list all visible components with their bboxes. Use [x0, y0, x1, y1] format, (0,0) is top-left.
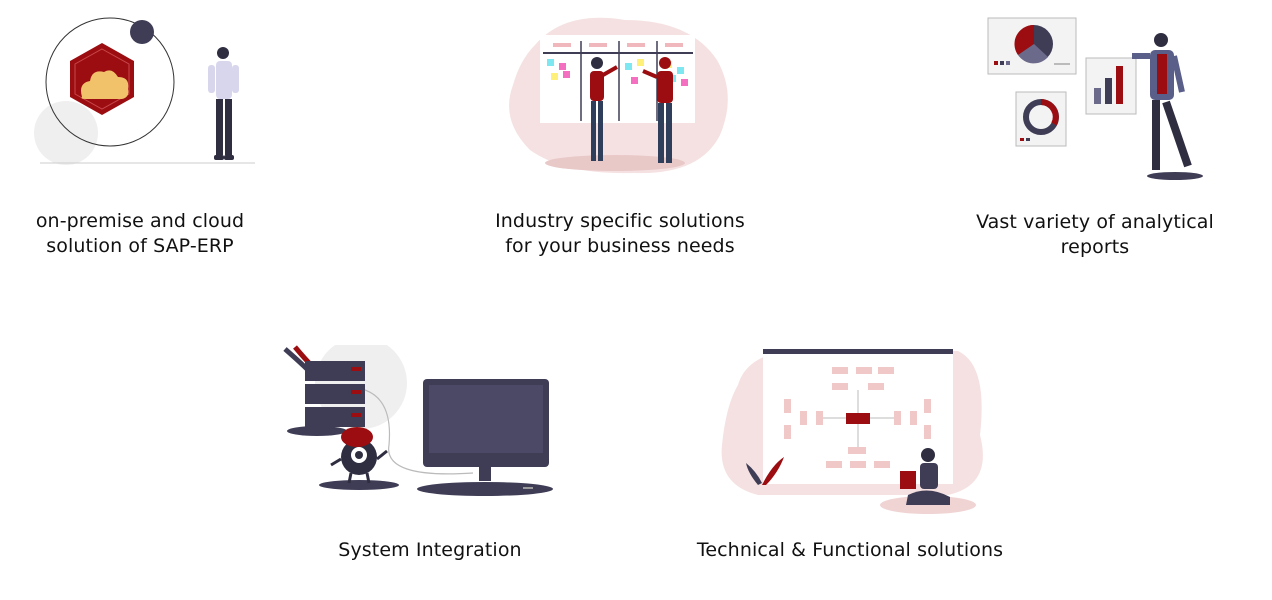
caption-line: solution of SAP-ERP	[46, 235, 234, 257]
feature-caption: Technical & Functional solutions	[680, 538, 1020, 563]
analytics-reports-illustration	[987, 17, 1203, 180]
feature-caption: on-premise and cloud solution of SAP-ERP	[0, 209, 280, 259]
planning-board-illustration	[509, 17, 728, 174]
caption-line: Industry specific solutions	[495, 210, 745, 232]
caption-line: System Integration	[338, 539, 522, 561]
caption-line: for your business needs	[505, 235, 735, 257]
caption-line: reports	[1060, 236, 1130, 258]
caption-line: Technical & Functional solutions	[696, 539, 1004, 561]
feature-caption: System Integration	[300, 538, 560, 563]
caption-line: Vast variety of analytical	[976, 211, 1214, 233]
server-monitor-illustration	[283, 345, 553, 496]
flowchart-illustration	[721, 349, 983, 514]
caption-line: on-premise and cloud	[35, 210, 245, 232]
feature-caption: Industry specific solutions for your bus…	[475, 209, 765, 259]
feature-caption: Vast variety of analytical reports	[950, 210, 1240, 260]
cloud-hexagon-illustration	[34, 17, 255, 165]
